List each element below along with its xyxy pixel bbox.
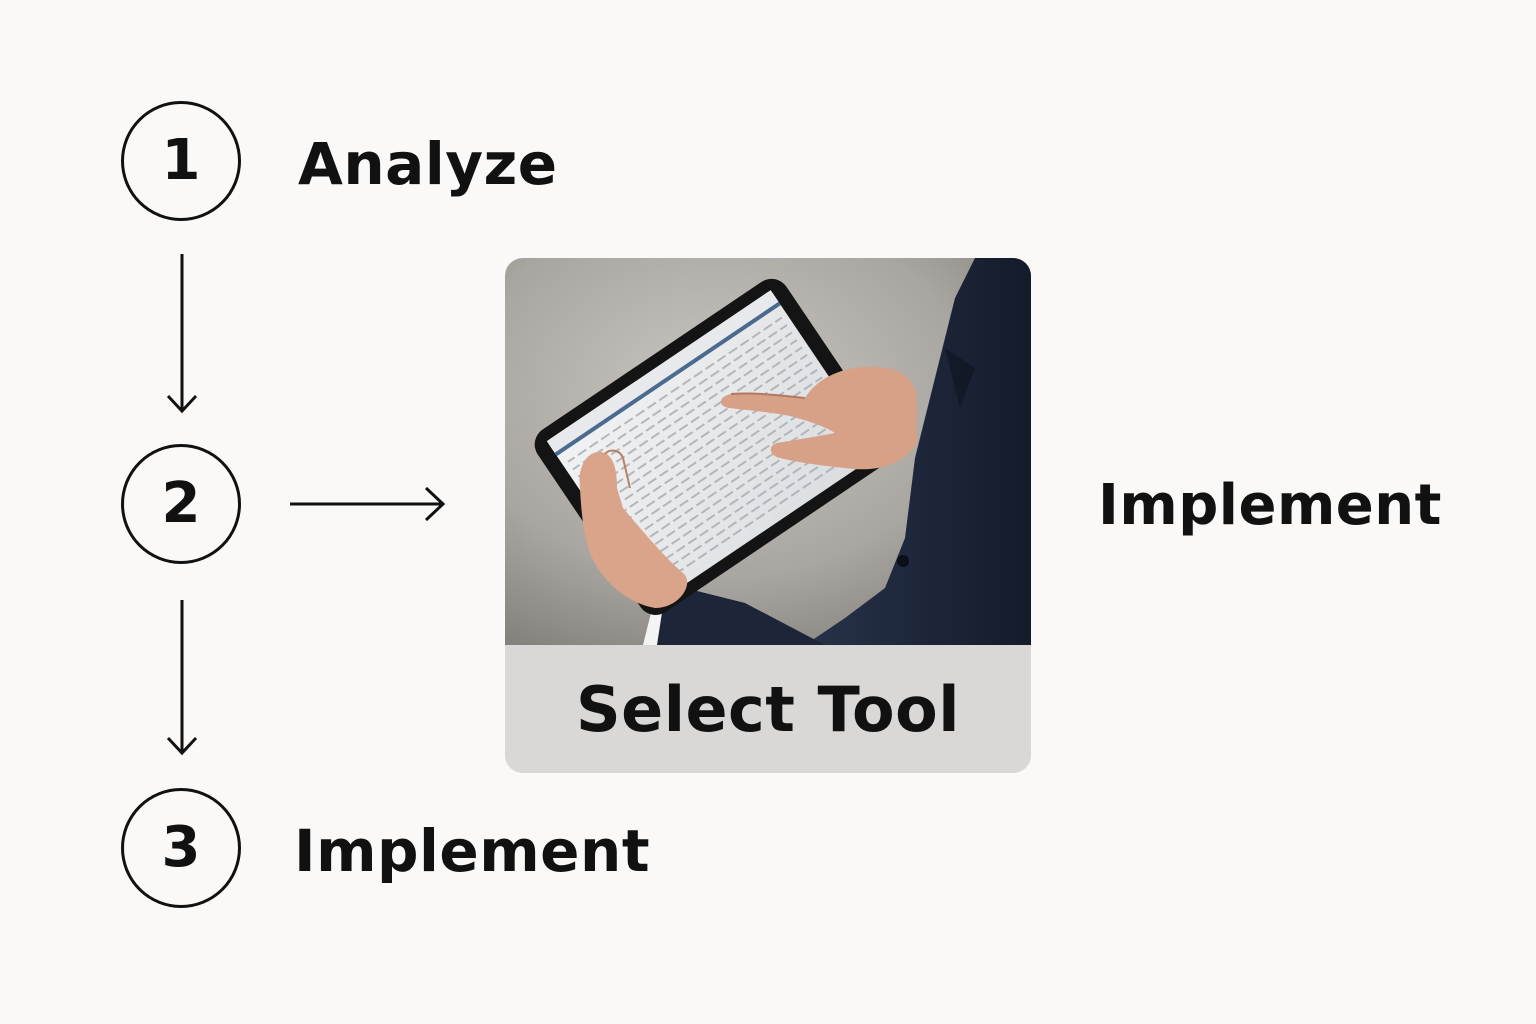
- step-1-circle: 1: [121, 101, 241, 221]
- tablet-spreadsheet-photo-icon: [505, 258, 1031, 645]
- step-2-circle: 2: [121, 444, 241, 564]
- implement-side-label: Implement: [1098, 473, 1442, 538]
- step-2-number: 2: [161, 471, 201, 536]
- step-3-circle: 3: [121, 788, 241, 908]
- arrow-down-2-to-3: [166, 600, 198, 756]
- arrow-down-1-to-2: [166, 254, 198, 414]
- step-1-label: Analyze: [298, 130, 558, 198]
- select-tool-card: Select Tool: [505, 258, 1031, 773]
- step-3-label: Implement: [294, 817, 651, 885]
- select-tool-caption: Select Tool: [505, 645, 1031, 773]
- step-1-number: 1: [161, 128, 201, 193]
- step-3-number: 3: [161, 815, 201, 880]
- arrow-right-2-to-card: [290, 486, 446, 522]
